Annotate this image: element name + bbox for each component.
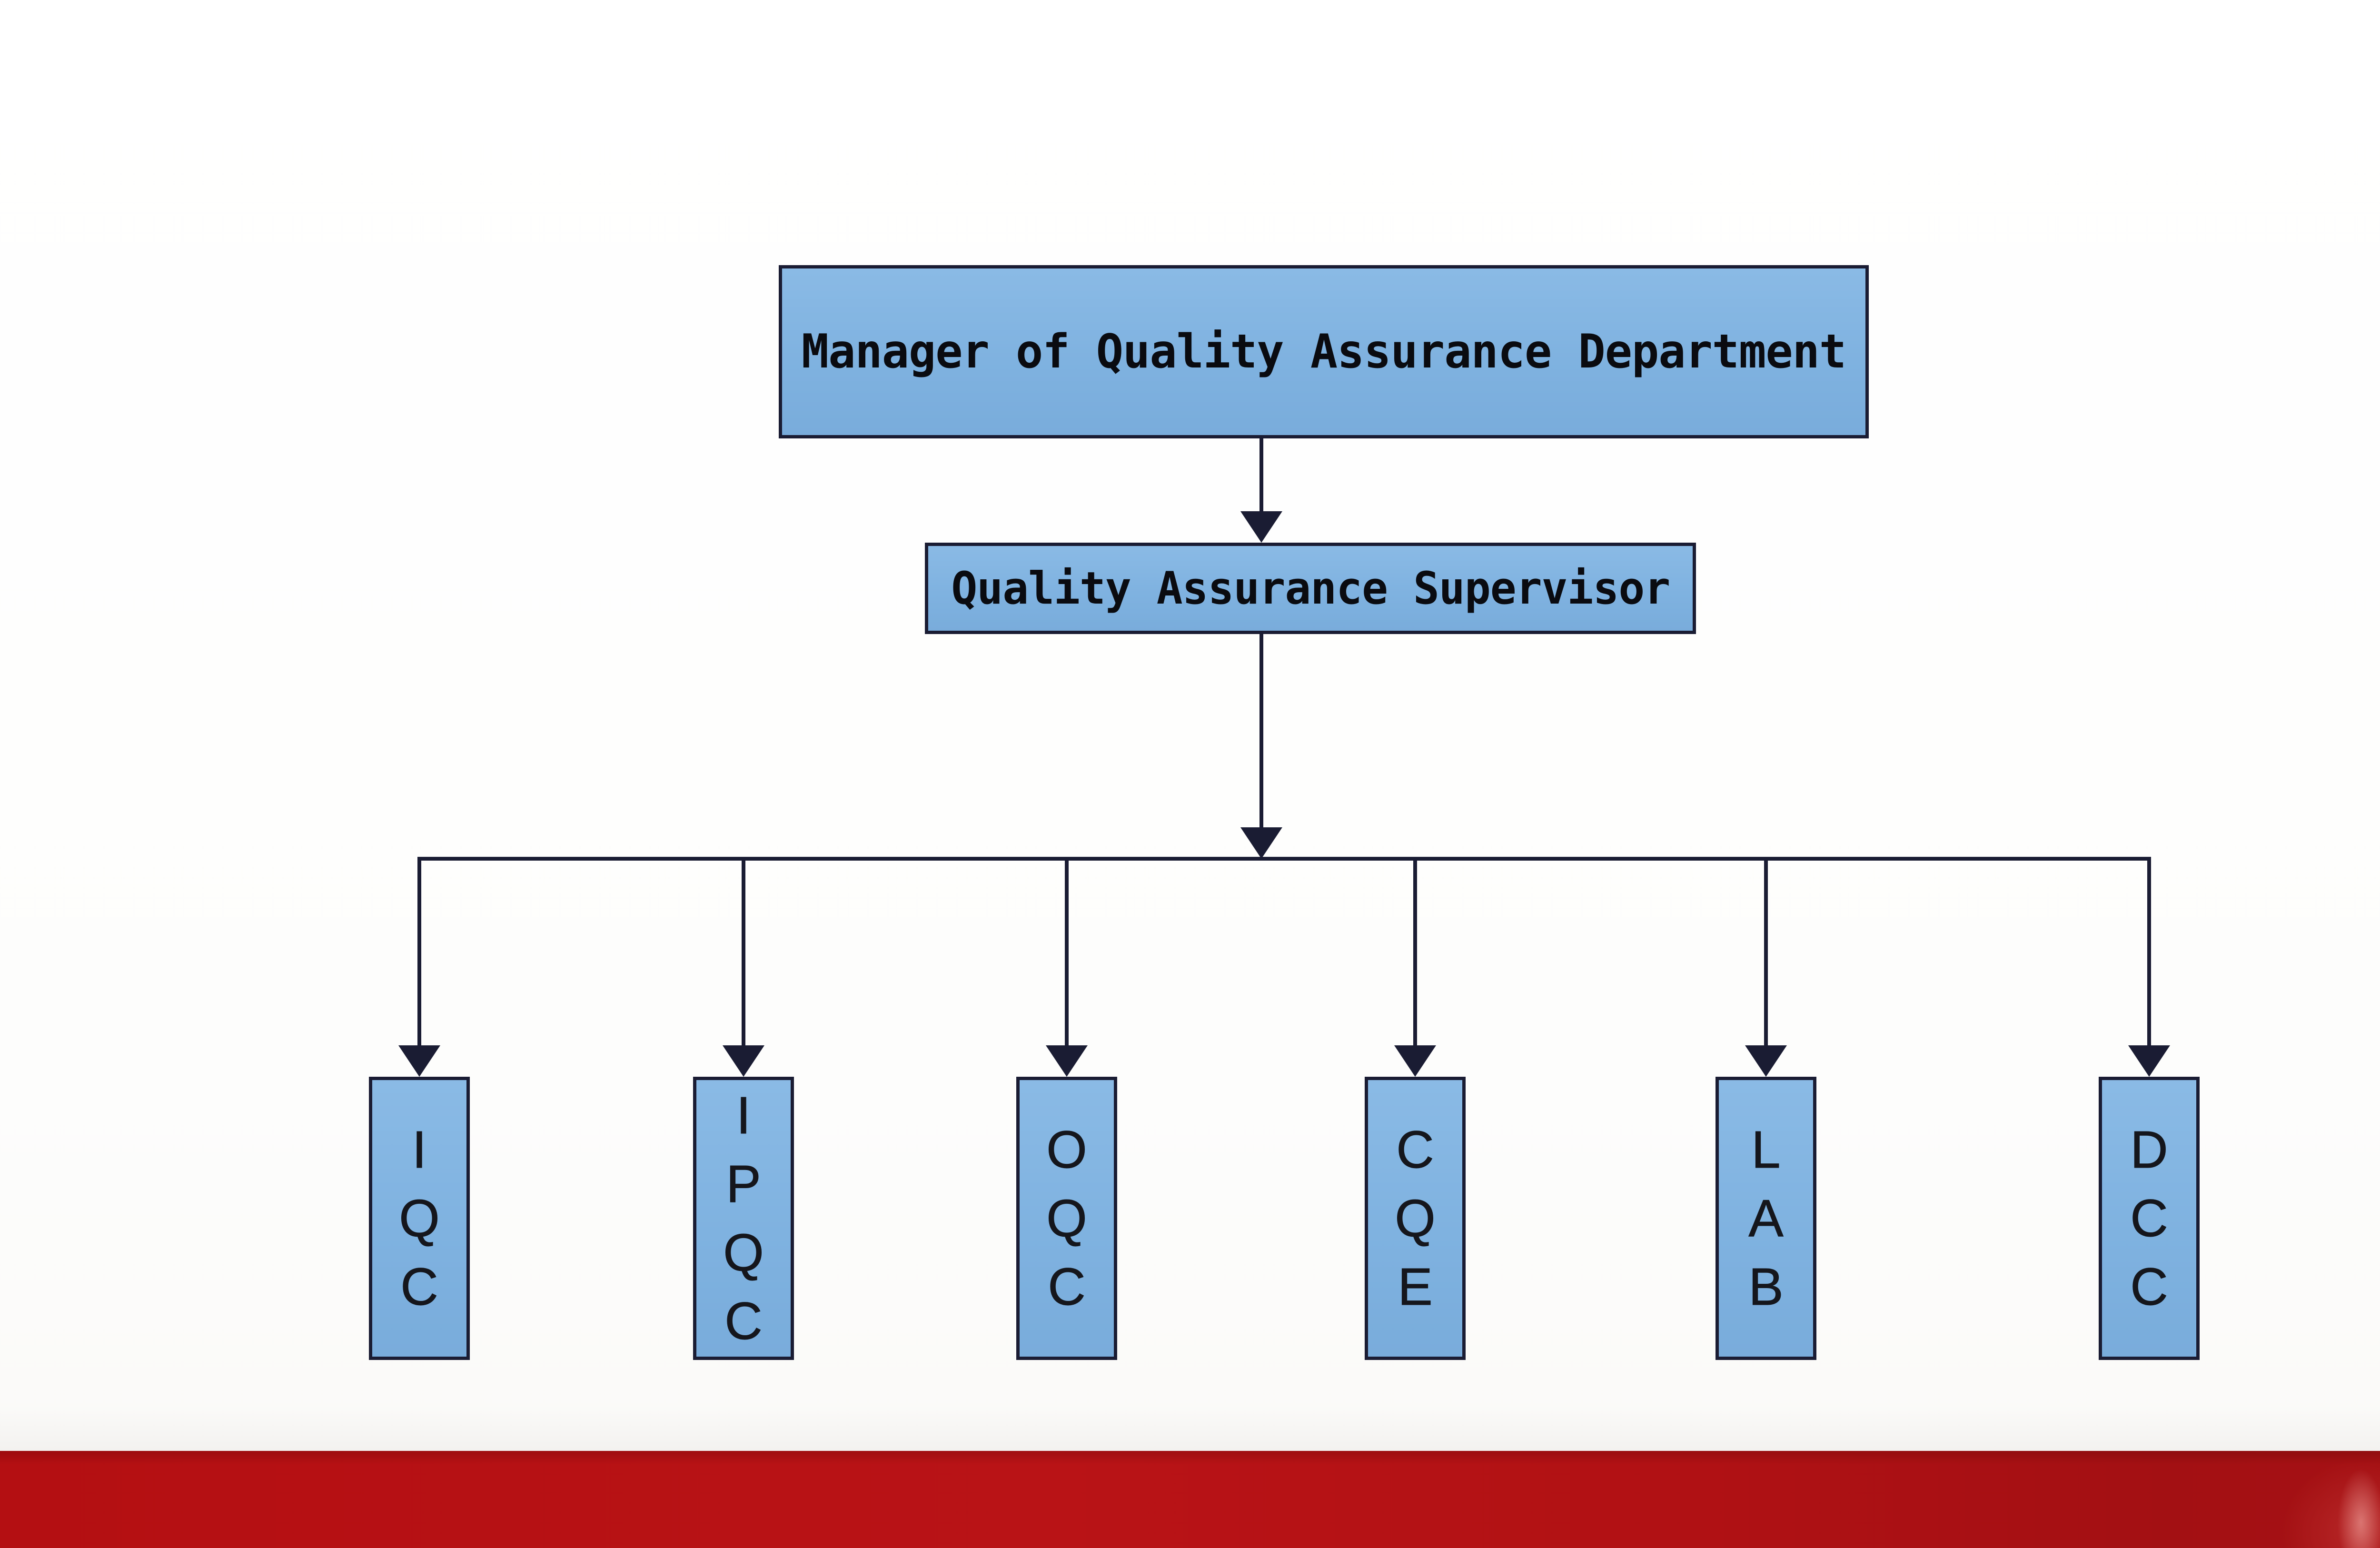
branch-drop-line-cqe <box>1413 857 1417 1047</box>
arrowhead-down-icon <box>2128 1045 2170 1077</box>
footer-shadow-strip <box>0 1405 2380 1451</box>
branch-horizontal-line <box>417 857 2151 861</box>
dept-box-label: D C C <box>2130 1120 2168 1316</box>
dept-box-lab: L A B <box>1716 1077 1816 1360</box>
arrowhead-down-icon <box>1046 1045 1088 1077</box>
arrowhead-down-icon <box>1240 827 1282 859</box>
arrowhead-down-icon <box>1240 511 1282 543</box>
arrowhead-down-icon <box>723 1045 764 1077</box>
dept-box-cqe: C Q E <box>1365 1077 1466 1360</box>
manager-box-label: Manager of Quality Assurance Department <box>801 325 1846 379</box>
branch-drop-line-oqc <box>1065 857 1069 1047</box>
branch-drop-line-ipqc <box>742 857 745 1047</box>
dept-box-oqc: O Q C <box>1016 1077 1117 1360</box>
dept-box-label: L A B <box>1748 1120 1784 1316</box>
dept-box-label: I Q C <box>399 1120 440 1316</box>
arrow-manager-to-supervisor-line <box>1259 438 1263 514</box>
branch-drop-line-iqc <box>417 857 421 1047</box>
arrow-supervisor-to-branch-line <box>1259 634 1263 830</box>
supervisor-box-label: Quality Assurance Supervisor <box>951 562 1670 615</box>
manager-box: Manager of Quality Assurance Department <box>779 265 1869 438</box>
dept-box-label: O Q C <box>1046 1120 1088 1316</box>
arrowhead-down-icon <box>1745 1045 1787 1077</box>
dept-box-label: I P Q C <box>723 1086 764 1350</box>
supervisor-box: Quality Assurance Supervisor <box>925 543 1696 634</box>
branch-drop-line-lab <box>1764 857 1768 1047</box>
arrowhead-down-icon <box>1394 1045 1436 1077</box>
arrowhead-down-icon <box>398 1045 440 1077</box>
dept-box-label: C Q E <box>1395 1120 1436 1316</box>
branch-drop-line-dcc <box>2147 857 2151 1047</box>
bottom-red-bar <box>0 1451 2380 1548</box>
dept-box-iqc: I Q C <box>369 1077 470 1360</box>
dept-box-ipqc: I P Q C <box>693 1077 794 1360</box>
dept-box-dcc: D C C <box>2099 1077 2200 1360</box>
